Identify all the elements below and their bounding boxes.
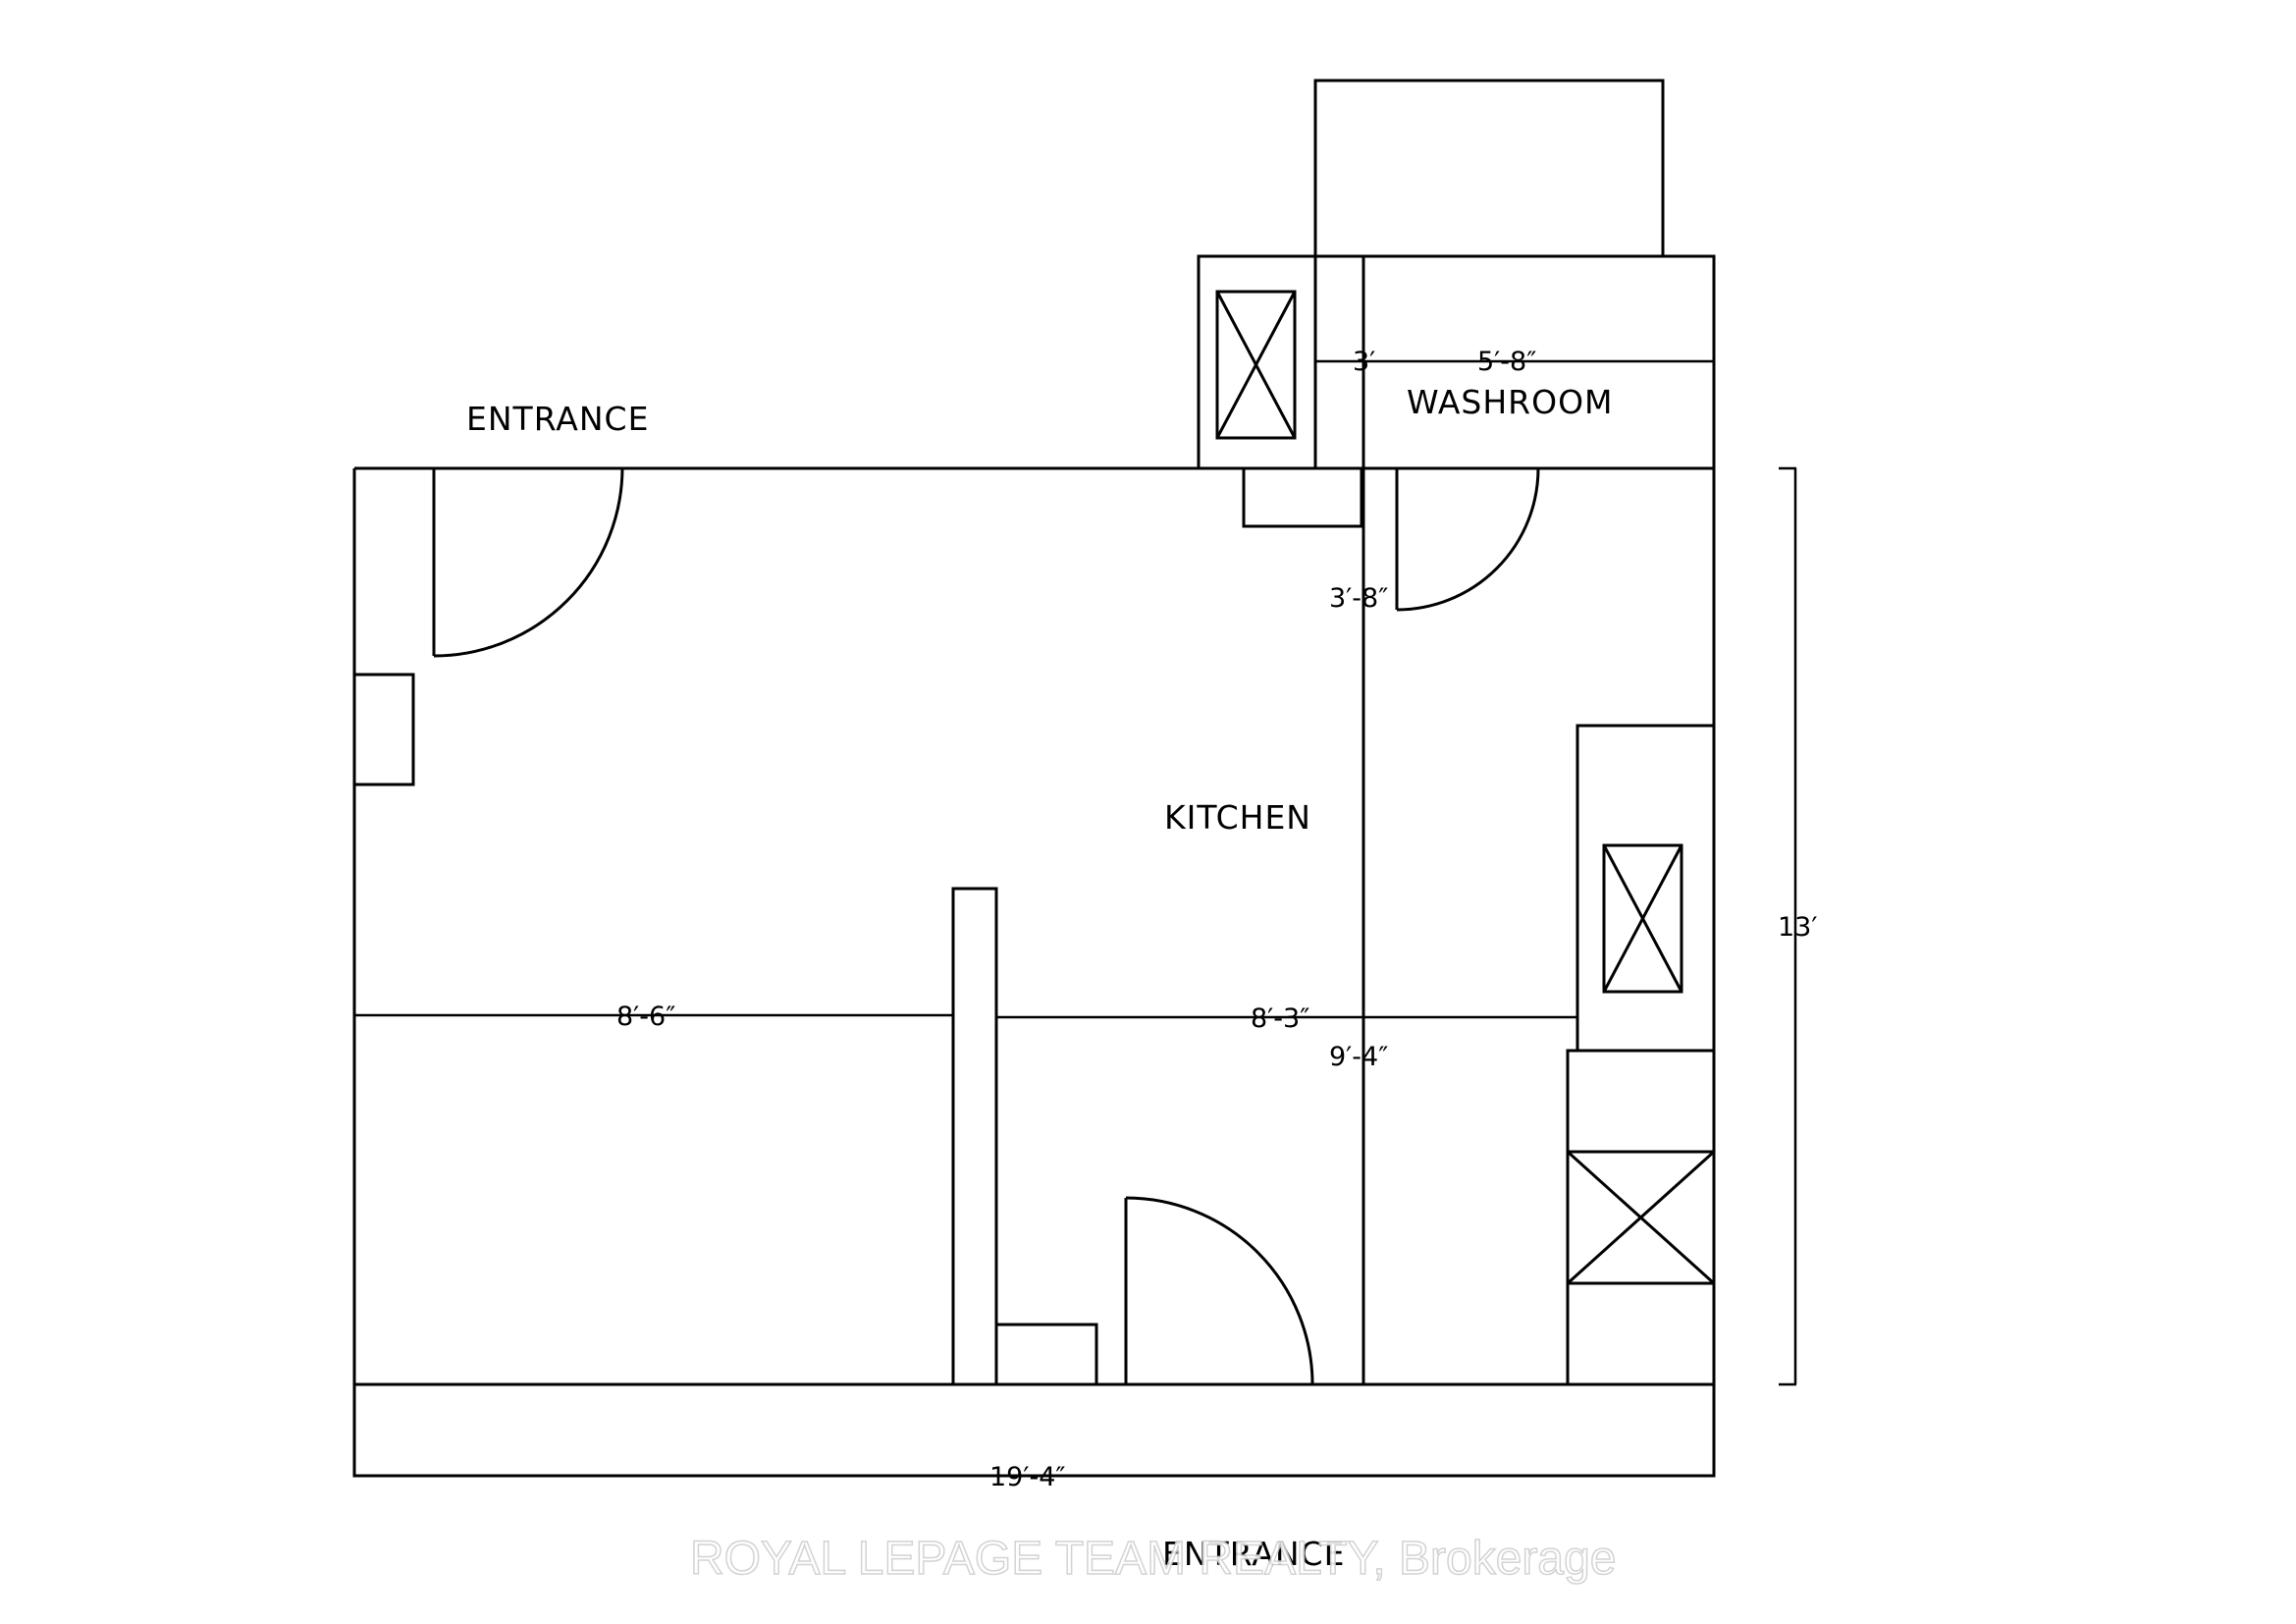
washroom-label: WASHROOM	[1407, 383, 1614, 421]
dim-overall-width: 19′-4″	[989, 1462, 1066, 1492]
right-counter	[1575, 724, 1714, 1053]
bottom-door-swing	[1125, 1196, 1314, 1385]
dim-right-room-width: 9′-4″	[1329, 1042, 1388, 1072]
central-column	[951, 887, 998, 1386]
dim-washroom-left: 3′	[1353, 347, 1375, 377]
bottom-corridor	[352, 1382, 1716, 1478]
upper-storage-box	[1313, 79, 1665, 258]
entrance-top-label: ENTRANCE	[466, 400, 649, 438]
cross-line	[1566, 1150, 1716, 1285]
crossed-fixture-top	[1215, 290, 1297, 440]
cross-line	[1602, 844, 1683, 993]
entrance-door-swing	[433, 467, 624, 658]
dim-washroom-width: 5′-8″	[1477, 347, 1536, 377]
crossed-fixture-lower	[1566, 1150, 1716, 1285]
kitchen-label: KITCHEN	[1164, 798, 1311, 837]
small-counter	[1242, 468, 1363, 528]
bottom-small-box	[996, 1323, 1098, 1384]
cross-line	[1215, 291, 1297, 439]
washroom-door-swing	[1396, 467, 1540, 612]
dim-kitchen-width: 8′-3″	[1251, 1003, 1309, 1034]
dim-washroom-door: 3′-8″	[1329, 583, 1388, 614]
dim-overall-height: 13′	[1778, 912, 1818, 943]
watermark: ROYAL LEPAGE TEAM REALTY, Brokerage	[690, 1533, 1617, 1585]
entrance-bottom-label: ENTRANCE	[1162, 1535, 1345, 1573]
dim-left-width: 8′-6″	[616, 1001, 675, 1032]
crossed-fixture-right	[1602, 843, 1683, 994]
left-wall-fixture	[352, 673, 415, 786]
